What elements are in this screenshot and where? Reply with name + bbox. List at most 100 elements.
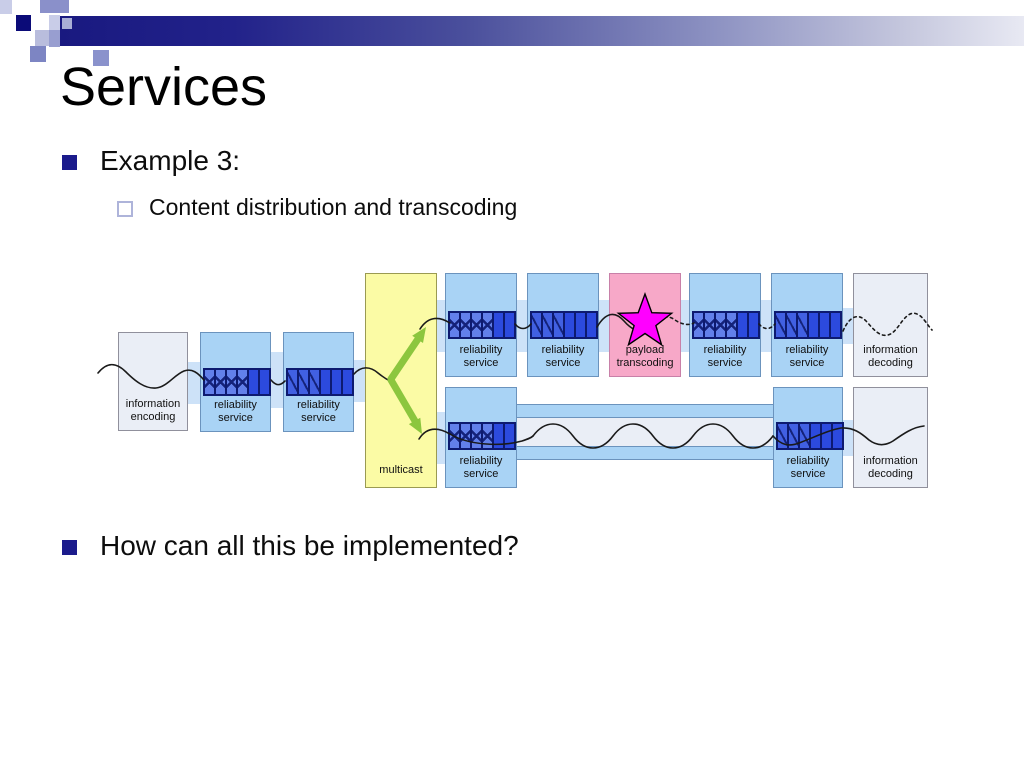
packet-cell-checked bbox=[789, 424, 800, 448]
packet-train-checked bbox=[530, 311, 598, 339]
box-label: reliability service bbox=[297, 399, 340, 424]
connector bbox=[188, 362, 200, 404]
packet-train-crossed bbox=[203, 368, 271, 396]
packet-cell-checked bbox=[778, 424, 789, 448]
pixel-square bbox=[93, 50, 109, 66]
packet-train-crossed bbox=[448, 311, 516, 339]
connector bbox=[517, 300, 527, 352]
packet-cell-checked bbox=[776, 313, 787, 337]
subbullet-text: Content distribution and transcoding bbox=[149, 194, 518, 220]
packet-cell-crossed bbox=[227, 370, 238, 394]
box-payload-transcoding: payload transcoding bbox=[609, 273, 681, 377]
packet-cell-crossed bbox=[705, 313, 716, 337]
bullet-example3: Example 3: bbox=[62, 145, 240, 177]
pixel-square bbox=[62, 18, 72, 29]
packet-cell-crossed bbox=[694, 313, 705, 337]
packet-cell-plain bbox=[260, 370, 269, 394]
box-information-decoding-top: information decoding bbox=[853, 273, 928, 377]
pipe-interior bbox=[517, 418, 773, 446]
pipe-bottom-band bbox=[517, 446, 773, 460]
box-multicast: multicast bbox=[365, 273, 437, 488]
connector bbox=[354, 360, 365, 402]
connector bbox=[271, 352, 283, 408]
box-label: information encoding bbox=[125, 398, 181, 423]
packet-cell-plain bbox=[587, 313, 596, 337]
packet-cell-crossed bbox=[450, 424, 461, 448]
packet-cell-crossed bbox=[450, 313, 461, 337]
packet-train-checked bbox=[776, 422, 844, 450]
packet-train-crossed bbox=[448, 422, 516, 450]
connector bbox=[761, 300, 771, 352]
packet-cell-crossed bbox=[238, 370, 249, 394]
channel-pipe bbox=[517, 404, 773, 460]
header-gradient-bar bbox=[60, 16, 1024, 46]
packet-cell-crossed bbox=[727, 313, 738, 337]
bullet-text: Example 3: bbox=[100, 145, 241, 176]
pixel-square bbox=[49, 15, 60, 30]
packet-cell-plain bbox=[494, 313, 505, 337]
bullet-square-icon bbox=[62, 155, 77, 170]
packet-cell-plain bbox=[505, 313, 514, 337]
packet-cell-plain bbox=[811, 424, 822, 448]
packet-train-crossed bbox=[692, 311, 760, 339]
subbullet-content-distribution: Content distribution and transcoding bbox=[117, 194, 517, 221]
packet-cell-plain bbox=[738, 313, 749, 337]
connector bbox=[437, 300, 445, 352]
packet-cell-checked bbox=[800, 424, 811, 448]
packet-cell-plain bbox=[494, 424, 505, 448]
box-label: multicast bbox=[379, 464, 423, 476]
box-label: information decoding bbox=[863, 455, 918, 480]
packet-cell-checked bbox=[288, 370, 299, 394]
box-label: reliability service bbox=[541, 344, 585, 369]
connector bbox=[599, 300, 609, 352]
pipe-top-band bbox=[517, 404, 773, 418]
packet-cell-plain bbox=[332, 370, 343, 394]
packet-cell-plain bbox=[565, 313, 576, 337]
pixel-square bbox=[35, 30, 50, 46]
packet-cell-crossed bbox=[716, 313, 727, 337]
packet-train-checked bbox=[286, 368, 354, 396]
box-label: information decoding bbox=[863, 344, 918, 369]
bullet-implementation: How can all this be implemented? bbox=[62, 530, 519, 562]
packet-train-checked bbox=[774, 311, 842, 339]
pixel-square bbox=[16, 15, 31, 31]
packet-cell-checked bbox=[798, 313, 809, 337]
packet-cell-plain bbox=[822, 424, 833, 448]
connector bbox=[681, 300, 689, 352]
open-square-bullet-icon bbox=[117, 201, 133, 217]
connector bbox=[437, 412, 445, 464]
packet-cell-crossed bbox=[483, 313, 494, 337]
box-information-encoding: information encoding bbox=[118, 332, 188, 431]
packet-cell-plain bbox=[833, 424, 842, 448]
packet-cell-plain bbox=[249, 370, 260, 394]
packet-cell-crossed bbox=[216, 370, 227, 394]
packet-cell-crossed bbox=[472, 424, 483, 448]
packet-cell-plain bbox=[820, 313, 831, 337]
packet-cell-checked bbox=[543, 313, 554, 337]
packet-cell-plain bbox=[321, 370, 332, 394]
packet-cell-plain bbox=[809, 313, 820, 337]
packet-cell-checked bbox=[310, 370, 321, 394]
box-label: reliability service bbox=[785, 344, 829, 369]
packet-cell-crossed bbox=[472, 313, 483, 337]
bullet-text: How can all this be implemented? bbox=[100, 530, 519, 561]
packet-cell-plain bbox=[505, 424, 514, 448]
packet-cell-crossed bbox=[461, 424, 472, 448]
box-label: reliability service bbox=[214, 399, 257, 424]
bullet-square-icon bbox=[62, 540, 77, 555]
connector bbox=[843, 308, 853, 344]
box-label: reliability service bbox=[459, 344, 503, 369]
box-information-decoding-bottom: information decoding bbox=[853, 387, 928, 488]
box-label: reliability service bbox=[786, 455, 830, 480]
packet-cell-checked bbox=[554, 313, 565, 337]
connector bbox=[843, 420, 853, 456]
pixel-square bbox=[49, 30, 60, 47]
packet-cell-plain bbox=[831, 313, 840, 337]
box-label: reliability service bbox=[703, 344, 747, 369]
packet-cell-crossed bbox=[461, 313, 472, 337]
packet-cell-checked bbox=[787, 313, 798, 337]
packet-cell-checked bbox=[299, 370, 310, 394]
packet-cell-crossed bbox=[205, 370, 216, 394]
pixel-square bbox=[30, 46, 46, 62]
